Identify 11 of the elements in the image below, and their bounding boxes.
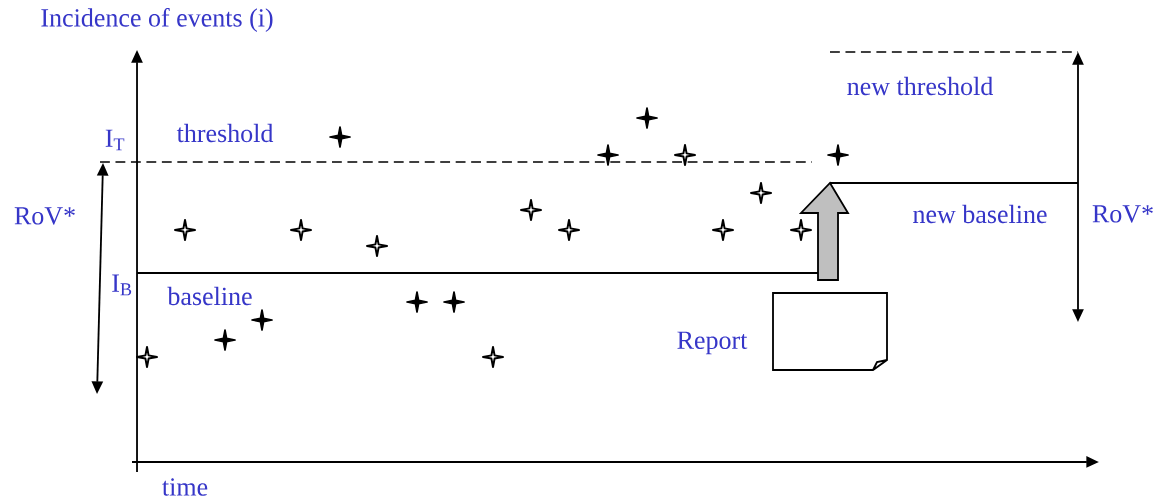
axis-label: new baseline (913, 204, 1047, 224)
axis-label: threshold (176, 123, 274, 143)
axis-label: RoV* (14, 207, 75, 225)
axis-label: RoV* (1092, 205, 1153, 223)
axis-label: Incidence of events (i) (41, 8, 273, 32)
axis-label: I$_{T}$ (105, 129, 125, 151)
axis-label: Report (677, 331, 748, 355)
axis-label: time (162, 478, 208, 496)
axis-label: new threshold (847, 76, 993, 96)
axis-label: baseline (167, 286, 252, 306)
axis-label: I$_{B}$ (112, 274, 132, 296)
